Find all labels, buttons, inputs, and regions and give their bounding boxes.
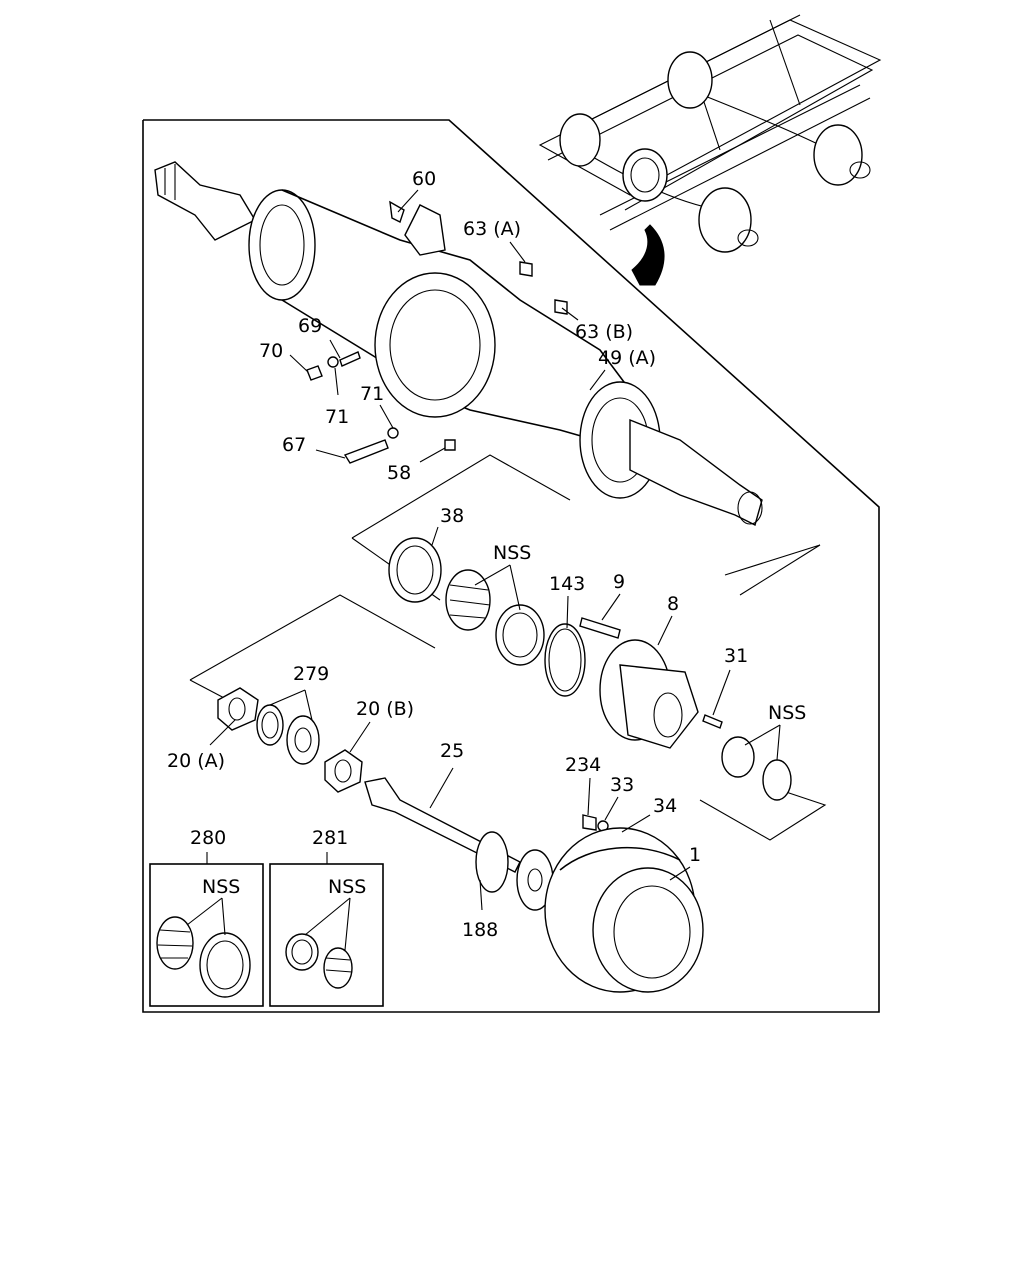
callout-25: 25 xyxy=(440,740,464,762)
bearing-parts xyxy=(388,537,792,801)
callout-280: 280 xyxy=(190,827,226,849)
callout-188: 188 xyxy=(462,919,498,941)
lower-leaders xyxy=(209,526,781,911)
kit-box-281 xyxy=(269,852,384,1007)
callout-67: 67 xyxy=(282,434,306,456)
housing-hardware xyxy=(306,261,568,464)
callout-58: 58 xyxy=(387,462,411,484)
brake-drum xyxy=(544,827,704,993)
callout-143: 143 xyxy=(549,573,585,595)
callout-nss-right: NSS xyxy=(768,702,806,724)
pointer-arrow xyxy=(631,224,665,286)
callout-38: 38 xyxy=(440,505,464,527)
callout-20a: 20 (A) xyxy=(167,750,225,772)
callout-nss-upper: NSS xyxy=(493,542,531,564)
callout-234: 234 xyxy=(565,754,601,776)
vehicle-frame-inset xyxy=(538,14,882,253)
callout-281: 281 xyxy=(312,827,348,849)
callout-71-upper: 71 xyxy=(360,383,384,405)
callout-labels: 60 63 (A) 63 (B) 69 70 71 71 67 58 49 (A… xyxy=(167,168,806,941)
callout-8: 8 xyxy=(667,593,679,615)
callout-63a: 63 (A) xyxy=(463,218,521,240)
callout-49a: 49 (A) xyxy=(598,347,656,369)
callout-34: 34 xyxy=(653,795,677,817)
callout-71-lower: 71 xyxy=(325,406,349,428)
callout-69: 69 xyxy=(298,315,322,337)
callout-279: 279 xyxy=(293,663,329,685)
callout-63b: 63 (B) xyxy=(575,321,633,343)
callout-9: 9 xyxy=(613,571,625,593)
callout-20b: 20 (B) xyxy=(356,698,414,720)
callout-31: 31 xyxy=(724,645,748,667)
axle-housing-assembly xyxy=(154,161,763,527)
callout-nss-281: NSS xyxy=(328,876,366,898)
callout-nss-280: NSS xyxy=(202,876,240,898)
diagram-frame xyxy=(142,119,880,1013)
callout-70: 70 xyxy=(259,340,283,362)
callout-33: 33 xyxy=(610,774,634,796)
housing-leaders xyxy=(289,189,606,463)
callout-1: 1 xyxy=(689,844,701,866)
kit-box-280 xyxy=(149,852,264,1007)
callout-60: 60 xyxy=(412,168,436,190)
